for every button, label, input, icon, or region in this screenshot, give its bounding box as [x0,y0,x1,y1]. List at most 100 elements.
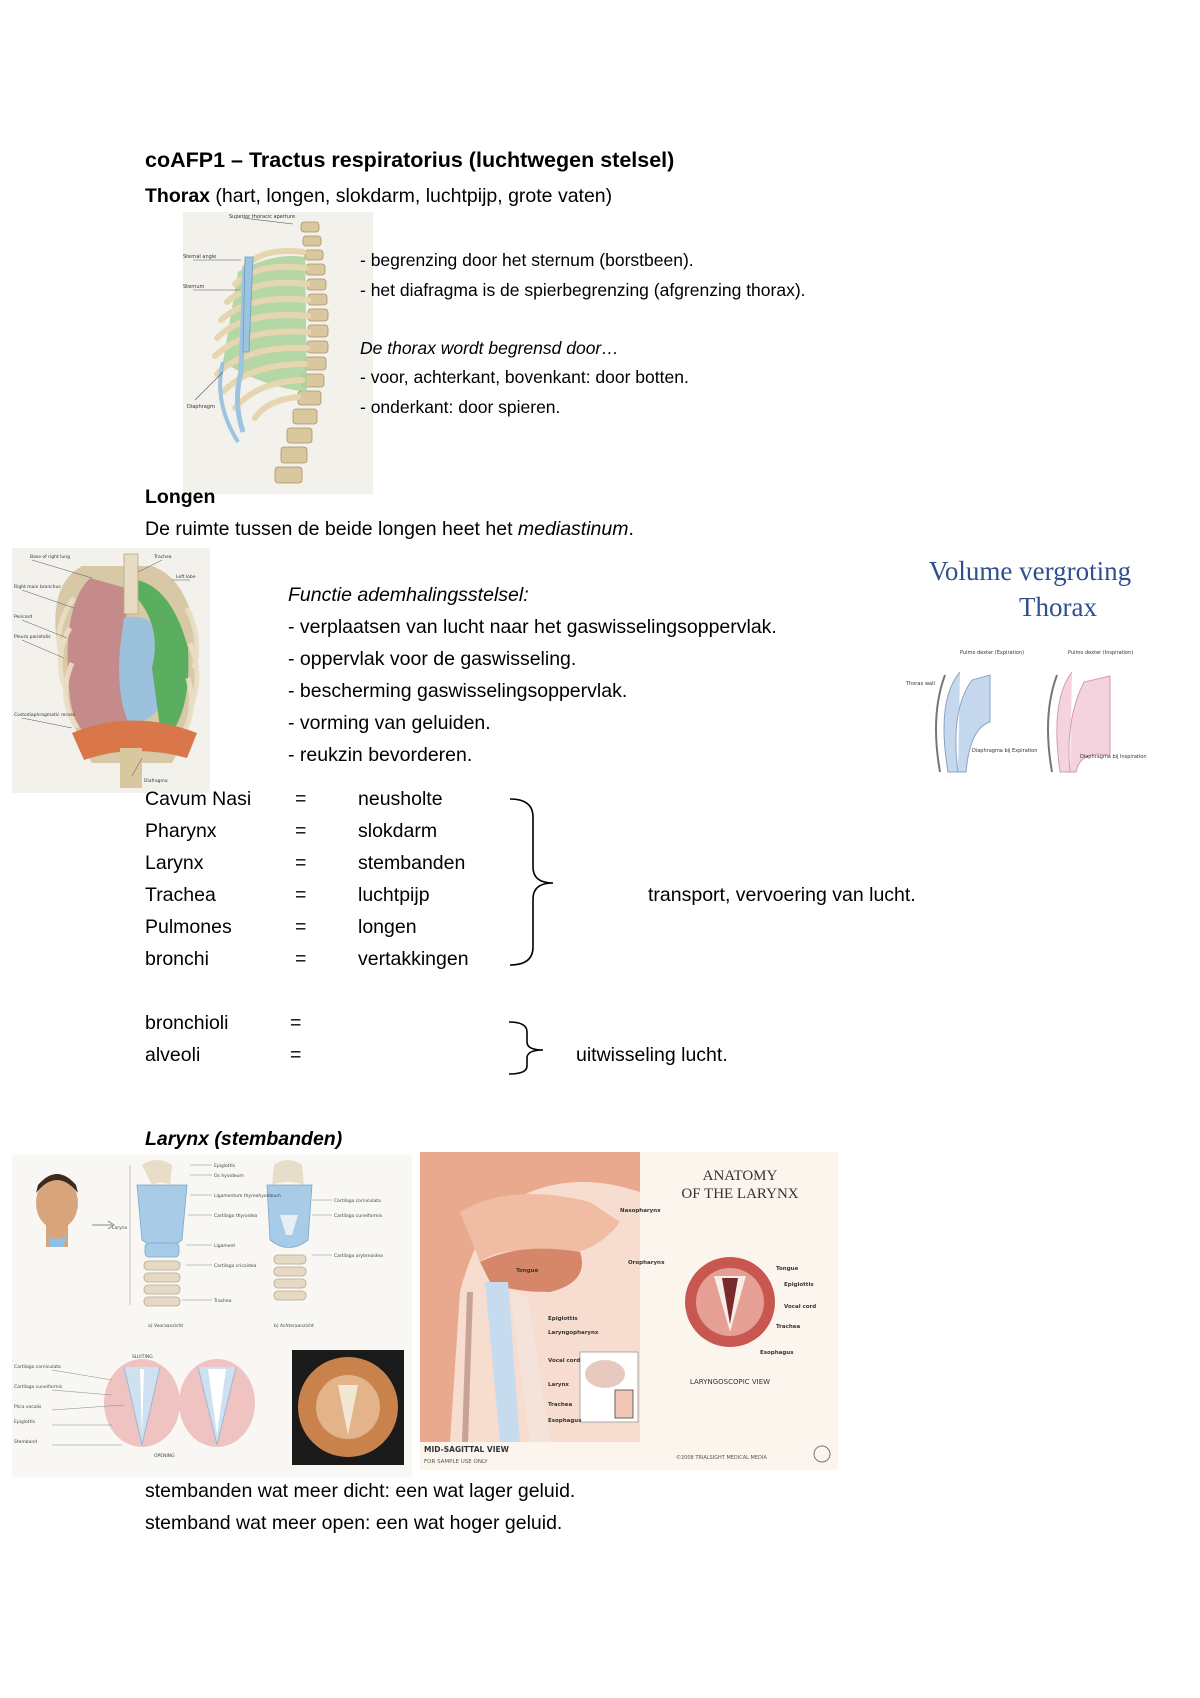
anatomy-right-label-2: Epiglottis [784,1282,814,1288]
larynx-a-label-5: Ligament [214,1243,235,1249]
term-eq: = [295,852,307,874]
volume-title-1: Volume vergroting [929,556,1131,586]
thorax-line-1: - begrenzing door het sternum (borstbeen… [360,250,694,270]
anatomy-copyright: ©2008 TRIALSIGHT MEDICAL MEDIA [676,1454,767,1461]
larynx-a-label-2: Os hyoideum [214,1173,244,1179]
closing-line-1: stembanden wat meer dicht: een wat lager… [145,1480,576,1502]
thorax-heading: Thorax [145,185,211,207]
thorax-line-4: - onderkant: door spieren. [360,397,561,417]
functie-3: - bescherming gaswisselingsoppervlak. [288,680,628,702]
larynx-a-label-4: Cartilago thyroidea [214,1213,257,1219]
anatomy-left-label-1: Nasopharynx [620,1208,661,1214]
vocal-folds-closed [104,1359,180,1447]
larynx-c-label-2: Cartilago cuneiformis [14,1384,63,1390]
larynx-cartilage-figure: Epiglottis Os hyoideum Ligamentum thyreo… [12,1155,412,1477]
anatomy-title-1: ANATOMY [703,1168,778,1184]
thorax-line-2: - het diafragma is de spierbegrenzing (a… [360,280,806,300]
larynx-caption-b: b) Achteraanzicht [274,1323,314,1329]
term-name: Pharynx [145,820,217,842]
anatomy-left-label-9: Esophagus [548,1418,582,1424]
volume-figure: Volume vergroting Thorax Pulmo dexter (E… [900,550,1150,782]
closing-line-2: stemband wat meer open: een wat hoger ge… [145,1512,563,1534]
anatomy-title-2: OF THE LARYNX [681,1186,798,1202]
lungs-label-8: Diafragma [144,778,168,784]
term-meaning: vertakkingen [358,948,469,970]
larynx-c-label-5: Stemband [14,1439,37,1445]
volume-label-left-bottom: Diaphragma bij Expiration [972,748,1037,754]
larynx-a-label-8: Larynx [112,1225,128,1231]
longen-sentence-start: De ruimte tussen de beide longen heet he… [145,518,518,540]
thorax-italic-line: De thorax wordt begrensd door… [360,338,619,358]
mid-sagittal-sub: FOR SAMPLE USE ONLY [424,1459,488,1465]
larynx-a-label-3: Ligamentum thyreohyoideum [214,1193,281,1199]
larynx-a-label-6: Cartilago cricoidea [214,1263,256,1269]
lungs-label-7: Costodiaphragmatic recess [14,712,76,718]
larynx-a-label-1: Epiglottis [214,1163,236,1169]
term-meaning: stembanden [358,852,466,874]
thorax-label-diaphragm: Diaphragm [187,404,215,410]
longen-sentence-italic: mediastinum [517,518,629,540]
larynx-heading: Larynx (stembanden) [145,1128,343,1150]
anatomy-right-label-5: Esophagus [760,1350,794,1356]
term-meaning: slokdarm [358,820,438,842]
lungs-label-6: Pleura parietalis [14,634,51,640]
larynx-c-label-3: Plica vocalis [14,1404,42,1410]
anatomy-left-label-8: Trachea [548,1402,572,1408]
lungs-label-1: Base of right lung [30,554,70,560]
larynx-bottom-label-1: SLUITING [132,1354,153,1360]
anatomy-right-label-3: Vocal cord [784,1304,816,1310]
functie-4: - vorming van geluiden. [288,712,491,734]
term-eq: = [295,788,307,810]
thorax-label-angle: Sternal angle [183,254,216,260]
larynx-c-label-4: Epiglottis [14,1419,36,1425]
thorax-figure: Superior thoracic aperture Sternal angle… [183,212,373,494]
page-title: coAFP1 – Tractus respiratorius (luchtweg… [145,148,675,172]
term-name: bronchi [145,948,209,970]
term-name: Cavum Nasi [145,788,252,810]
lungs-label-5: Pericard [14,614,32,620]
anatomy-right-label-1: Tongue [776,1266,799,1272]
term-name: Larynx [145,852,204,874]
lungs-figure: Base of right lung Trachea Left lobe Rig… [12,548,210,793]
volume-label-side: Thorax wall [905,681,935,687]
longen-sentence-end: . [628,518,634,540]
anatomy-left-label-7: Larynx [548,1382,569,1388]
thorax-line-3: - voor, achterkant, bovenkant: door bott… [360,367,689,387]
larynx-caption-a: a) Vooraanzicht [148,1323,183,1329]
term-name: Pulmones [145,916,232,938]
term-eq: = [295,948,307,970]
longen-sentence: De ruimte tussen de beide longen heet he… [145,518,634,541]
thorax-label-sternum: Sternum [183,284,205,290]
functie-5: - reukzin bevorderen. [288,744,473,766]
thorax-label-top: Superior thoracic aperture [229,214,295,220]
brace-exchange [508,1021,544,1075]
thorax-heading-rest: (hart, longen, slokdarm, luchtpijp, grot… [210,185,613,207]
vocal-folds-open [179,1359,255,1447]
anatomy-left-label-3: Oropharynx [628,1260,665,1266]
functie-2: - oppervlak voor de gaswisseling. [288,648,577,670]
term2-name: bronchioli [145,1012,229,1034]
term-meaning: luchtpijp [358,884,430,906]
mid-sagittal-caption: MID-SAGITTAL VIEW [424,1445,510,1454]
anatomy-larynx-figure: ANATOMY OF THE LARYNX Nasopharynx Tongue… [420,1152,838,1470]
anatomy-left-label-2: Tongue [516,1268,539,1274]
term-meaning: neusholte [358,788,443,810]
anatomy-left-label-6: Vocal cord [548,1358,580,1364]
lungs-label-3: Left lobe [176,574,196,580]
volume-label-right-top: Pulmo dexter (Inspiration) [1068,650,1133,656]
lungs-label-4: Right main bronchus [14,584,61,590]
lungs-label-2: Trachea [153,554,172,560]
anatomy-left-label-4: Epiglottis [548,1316,578,1322]
anatomy-right-label-4: Trachea [776,1324,800,1330]
larynx-b-label-3: Cartilago arytenoidea [334,1253,383,1259]
head-illustration [36,1174,115,1247]
volume-label-right-bottom: Diaphragma bij Inspiration [1080,754,1147,760]
longen-heading: Longen [145,486,216,508]
larynx-a-label-7: Trachea [213,1298,232,1304]
term2-eq: = [290,1012,302,1034]
anatomy-left-label-5: Laryngopharynx [548,1330,599,1336]
thorax-heading-line: Thorax (hart, longen, slokdarm, luchtpij… [145,185,612,208]
functie-1: - verplaatsen van lucht naar het gaswiss… [288,616,777,638]
term-eq: = [295,820,307,842]
exchange-note: uitwisseling lucht. [576,1044,728,1066]
